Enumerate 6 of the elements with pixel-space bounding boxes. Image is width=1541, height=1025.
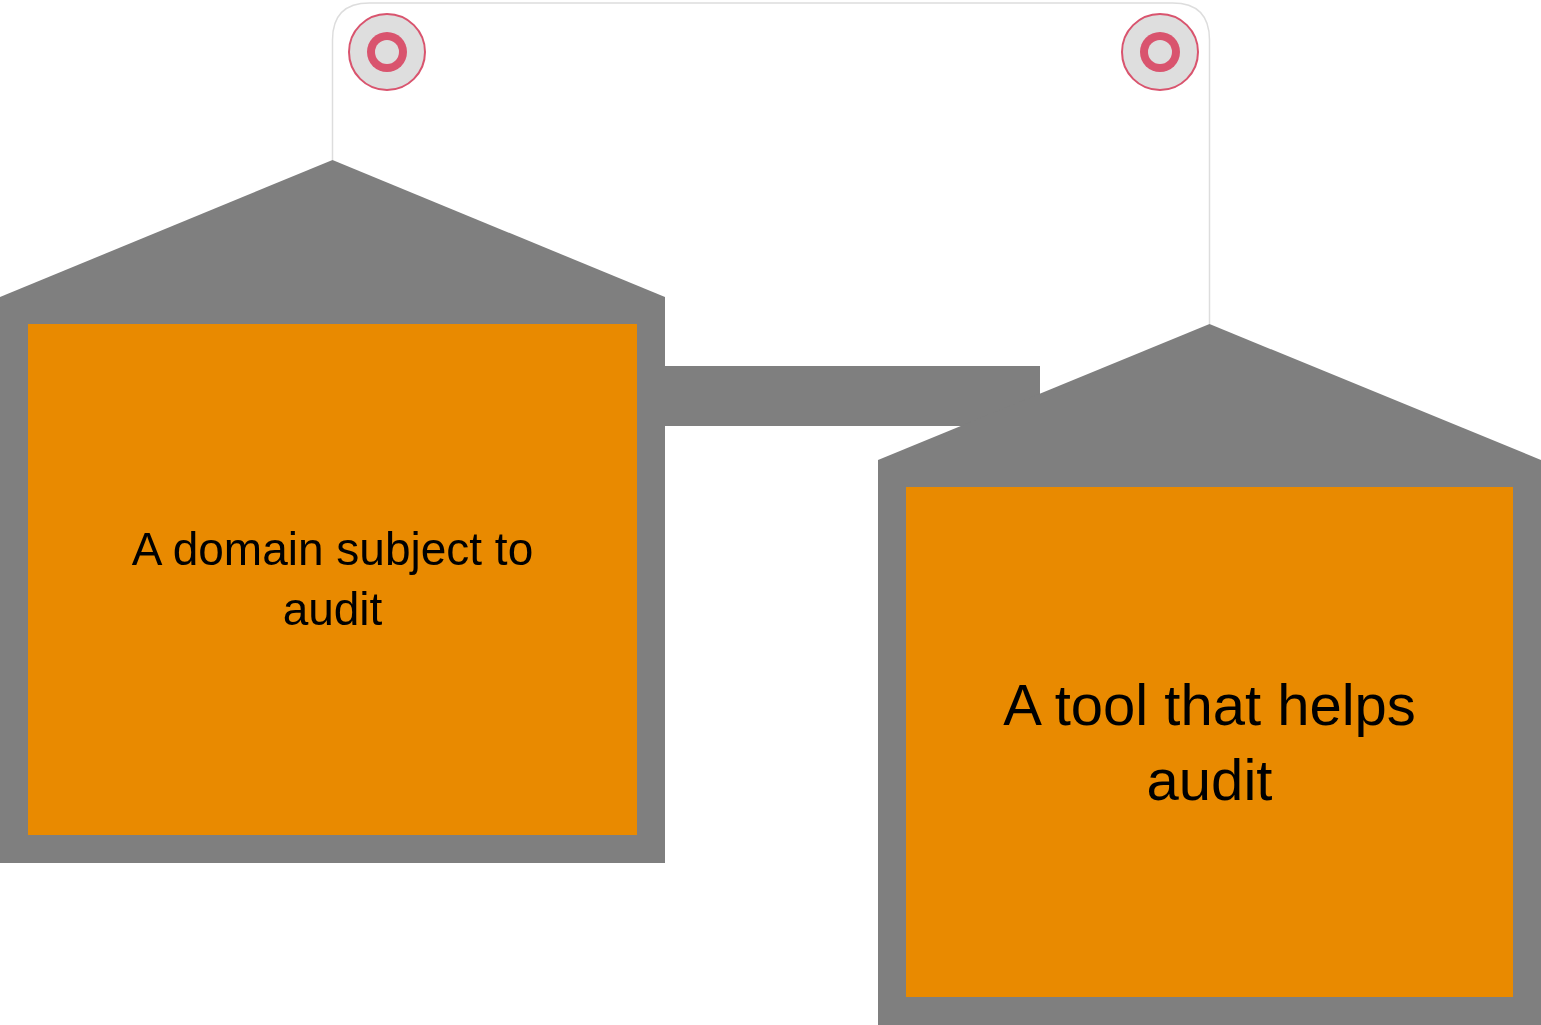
sign-board <box>0 160 665 863</box>
sign-board <box>878 324 1541 1025</box>
sign-text: A domain subject to audit <box>130 521 535 637</box>
sign-text: A tool that helps audit <box>1002 670 1417 814</box>
hanging-string <box>331 2 1211 325</box>
connecting-bar <box>665 366 1040 426</box>
